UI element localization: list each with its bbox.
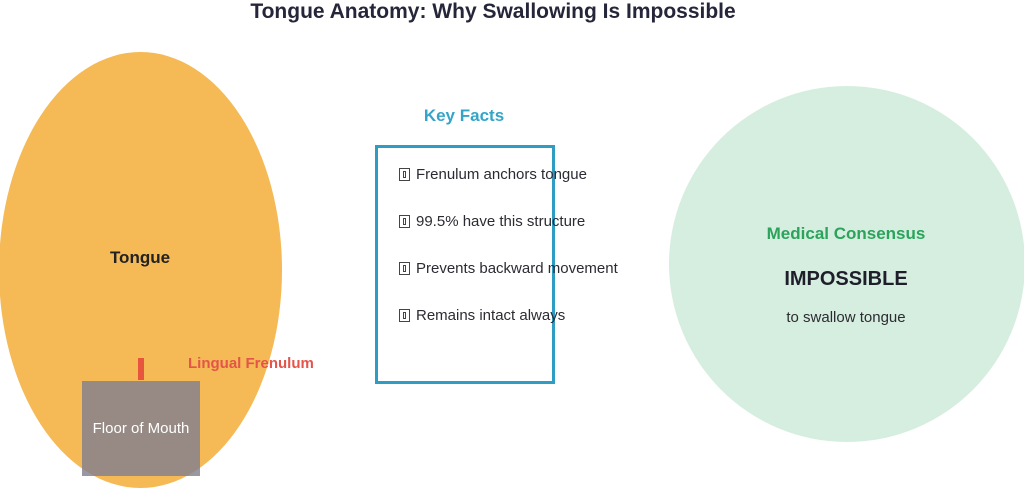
floor-of-mouth-label: Floor of Mouth: [92, 420, 190, 437]
consensus-circle: [669, 86, 1024, 442]
key-fact-item: 99.5% have this structure: [399, 213, 585, 230]
frenulum-marker: [138, 358, 144, 380]
floor-of-mouth-box: Floor of Mouth: [82, 381, 200, 476]
consensus-subtitle: to swallow tongue: [786, 309, 906, 326]
key-facts-box: [375, 145, 555, 384]
bullet-icon: [399, 262, 410, 275]
key-fact-item: Prevents backward movement: [399, 260, 618, 277]
key-fact-text: Remains intact always: [416, 307, 566, 324]
tongue-label: Tongue: [109, 248, 171, 267]
consensus-verdict: IMPOSSIBLE: [784, 268, 908, 290]
consensus-title: Medical Consensus: [766, 224, 926, 243]
key-facts-title: Key Facts: [423, 106, 505, 125]
key-fact-item: Remains intact always: [399, 307, 565, 324]
key-fact-text: Prevents backward movement: [416, 260, 618, 277]
frenulum-label: Lingual Frenulum: [188, 355, 314, 372]
key-fact-item: Frenulum anchors tongue: [399, 166, 587, 183]
key-fact-text: Frenulum anchors tongue: [416, 166, 587, 183]
key-fact-text: 99.5% have this structure: [416, 213, 586, 230]
bullet-icon: [399, 168, 410, 181]
bullet-icon: [399, 215, 410, 228]
diagram-title: Tongue Anatomy: Why Swallowing Is Imposs…: [250, 0, 736, 23]
bullet-icon: [399, 309, 410, 322]
